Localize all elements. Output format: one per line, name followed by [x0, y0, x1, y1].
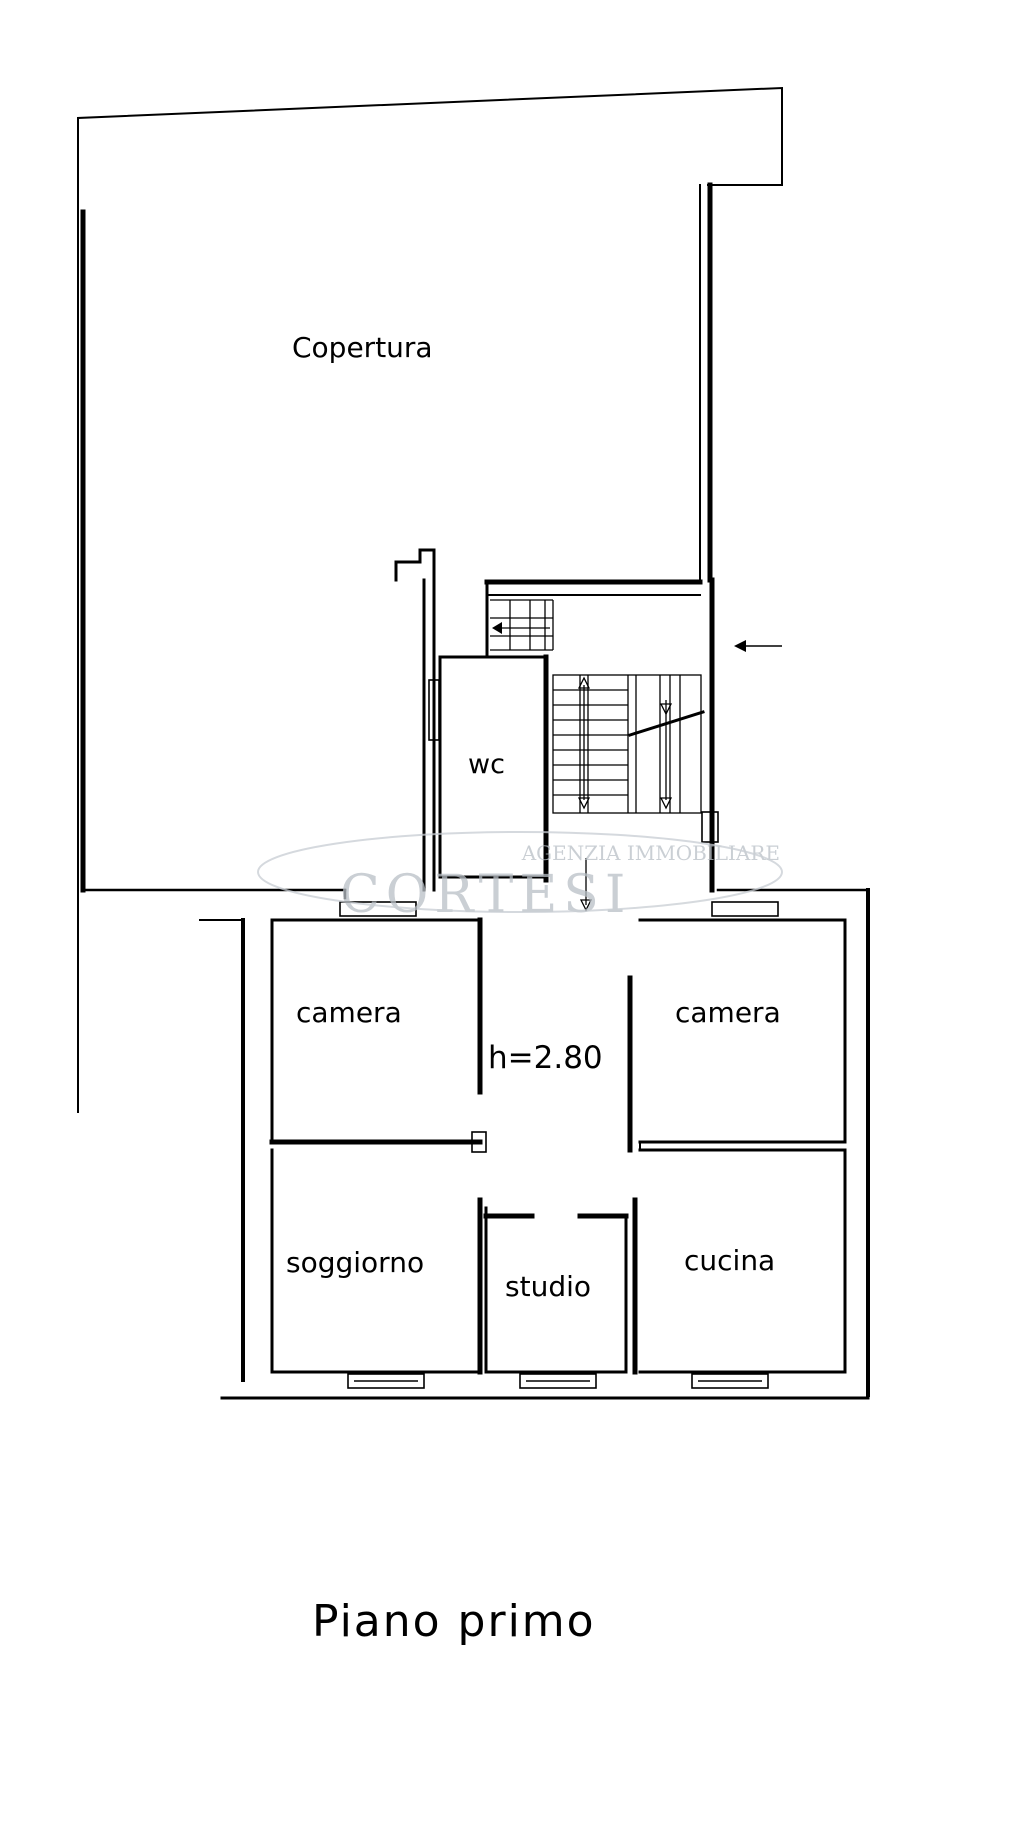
copertura-outline — [77, 86, 783, 1113]
room-studio — [483, 1206, 629, 1374]
entrance-arrow-icon — [734, 640, 782, 652]
watermark-tagline: AGENZIA IMMOBILIARE — [521, 841, 780, 865]
landing-stairs — [490, 599, 554, 651]
label-wc: wc — [468, 749, 505, 780]
label-soggiorno: soggiorno — [286, 1246, 424, 1279]
hall-stair-arrow — [579, 858, 593, 912]
room-cucina — [632, 1148, 847, 1375]
room-soggiorno — [270, 1148, 483, 1375]
core-walls — [394, 548, 715, 893]
agency-watermark: AGENZIA IMMOBILIARE CORTESI — [257, 831, 783, 925]
label-cucina: cucina — [684, 1244, 775, 1277]
label-camera-right: camera — [675, 996, 781, 1029]
room-camera-left — [269, 917, 487, 1153]
outer-walls — [199, 888, 870, 1400]
main-stairwell — [552, 674, 719, 843]
wc-room — [438, 654, 549, 883]
label-camera-left: camera — [296, 996, 402, 1029]
label-studio: studio — [505, 1270, 591, 1303]
room-camera-right — [627, 918, 847, 1153]
windows — [339, 901, 779, 1389]
floor-title: Piano primo — [312, 1596, 596, 1647]
label-height: h=2.80 — [488, 1040, 603, 1076]
watermark-brand: CORTESI — [340, 865, 631, 925]
label-copertura: Copertura — [292, 331, 433, 364]
